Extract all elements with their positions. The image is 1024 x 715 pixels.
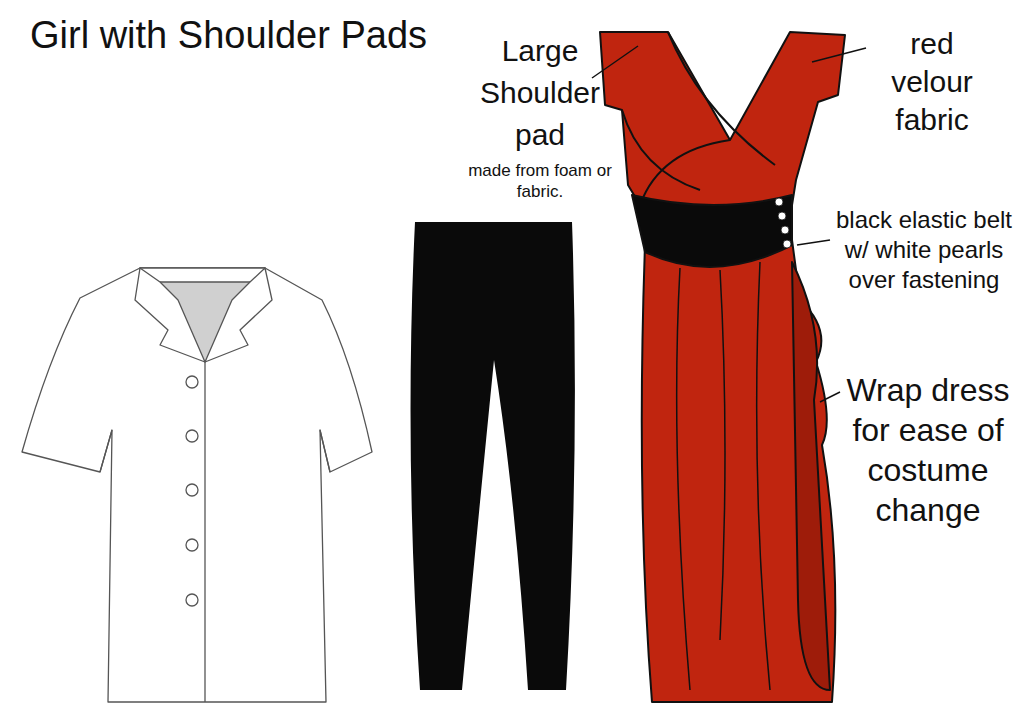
- dress-note: Wrap dress for ease of costume change: [842, 370, 1014, 530]
- dress-drawing: [600, 32, 845, 702]
- belt-note: black elastic belt w/ white pearls over …: [834, 205, 1014, 295]
- shoulder-pad-note: Large Shoulder pad: [470, 30, 610, 156]
- fabric-note: red velour fabric: [872, 25, 992, 139]
- sheet-title: Girl with Shoulder Pads: [30, 14, 427, 57]
- leader-lines: [592, 46, 866, 402]
- shirt-drawing: [22, 268, 372, 702]
- leggings-drawing: [411, 222, 575, 690]
- belt-pearls: [775, 198, 791, 248]
- material-note: made from foam or fabric.: [455, 160, 625, 202]
